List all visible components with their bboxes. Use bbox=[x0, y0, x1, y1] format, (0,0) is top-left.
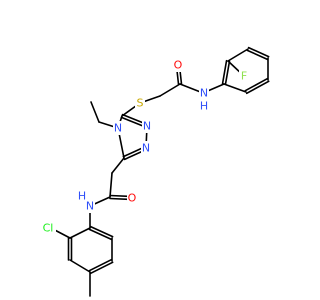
atom-O-top-background bbox=[173, 58, 183, 72]
double-bond-r1c-r1d-a bbox=[246, 49, 269, 61]
atom-F-background bbox=[239, 69, 249, 83]
double-bond-r1c-r1d-b bbox=[247, 46, 270, 58]
atom-O-bottom: O bbox=[128, 192, 137, 205]
atom-Cl-background bbox=[40, 221, 56, 235]
atom-N2-background bbox=[141, 141, 151, 155]
atom-Cl: Cl bbox=[43, 222, 54, 235]
atom-NH-bottom-background bbox=[85, 199, 95, 213]
bond-q3-q4 bbox=[69, 259, 91, 273]
double-bond-q4-q5-b bbox=[88, 258, 113, 272]
atom-H-top-background bbox=[199, 99, 209, 113]
atom-NH-bottom: N bbox=[86, 200, 94, 213]
double-bond-q6-q1-a bbox=[89, 225, 114, 238]
double-bond-q4-q5-a bbox=[89, 261, 114, 275]
atom-F: F bbox=[241, 70, 247, 83]
atom-N1-background bbox=[142, 119, 152, 133]
double-bond-r1e-r1f-b bbox=[245, 80, 270, 95]
atom-S: S bbox=[137, 97, 144, 110]
atom-NH-top: N bbox=[200, 87, 208, 100]
atom-N4-background bbox=[113, 121, 123, 135]
atom-H-top: H bbox=[200, 100, 208, 113]
atom-N4: N bbox=[114, 122, 122, 135]
atom-H-bottom: H bbox=[78, 190, 86, 203]
atom-NH-top-background bbox=[199, 86, 209, 100]
bond-q1-q2 bbox=[69, 227, 91, 239]
double-bond-r1e-r1f-a bbox=[244, 77, 269, 92]
atom-N1: N bbox=[143, 120, 151, 133]
atom-S-background bbox=[135, 96, 145, 110]
atom-N2: N bbox=[142, 142, 150, 155]
bonds bbox=[48, 46, 270, 297]
bond-r1b-r1c bbox=[227, 48, 249, 62]
atom-H-bottom-background bbox=[77, 189, 87, 203]
atom-O-bottom-background bbox=[127, 191, 137, 205]
double-bond-q6-q1-b bbox=[88, 228, 113, 241]
bond-CH2b-Cb bbox=[109, 172, 113, 198]
double-bond-r1a-r1b-b bbox=[221, 59, 228, 85]
bond-Ca-CH2t bbox=[159, 83, 181, 97]
bond-Et1-Et2 bbox=[90, 101, 100, 123]
bond-r1f-r1a bbox=[223, 83, 247, 93]
double-bond-r1a-r1b-a bbox=[224, 60, 231, 86]
bond-C3-CH2b bbox=[111, 157, 125, 174]
atom-O-top: O bbox=[174, 59, 183, 72]
